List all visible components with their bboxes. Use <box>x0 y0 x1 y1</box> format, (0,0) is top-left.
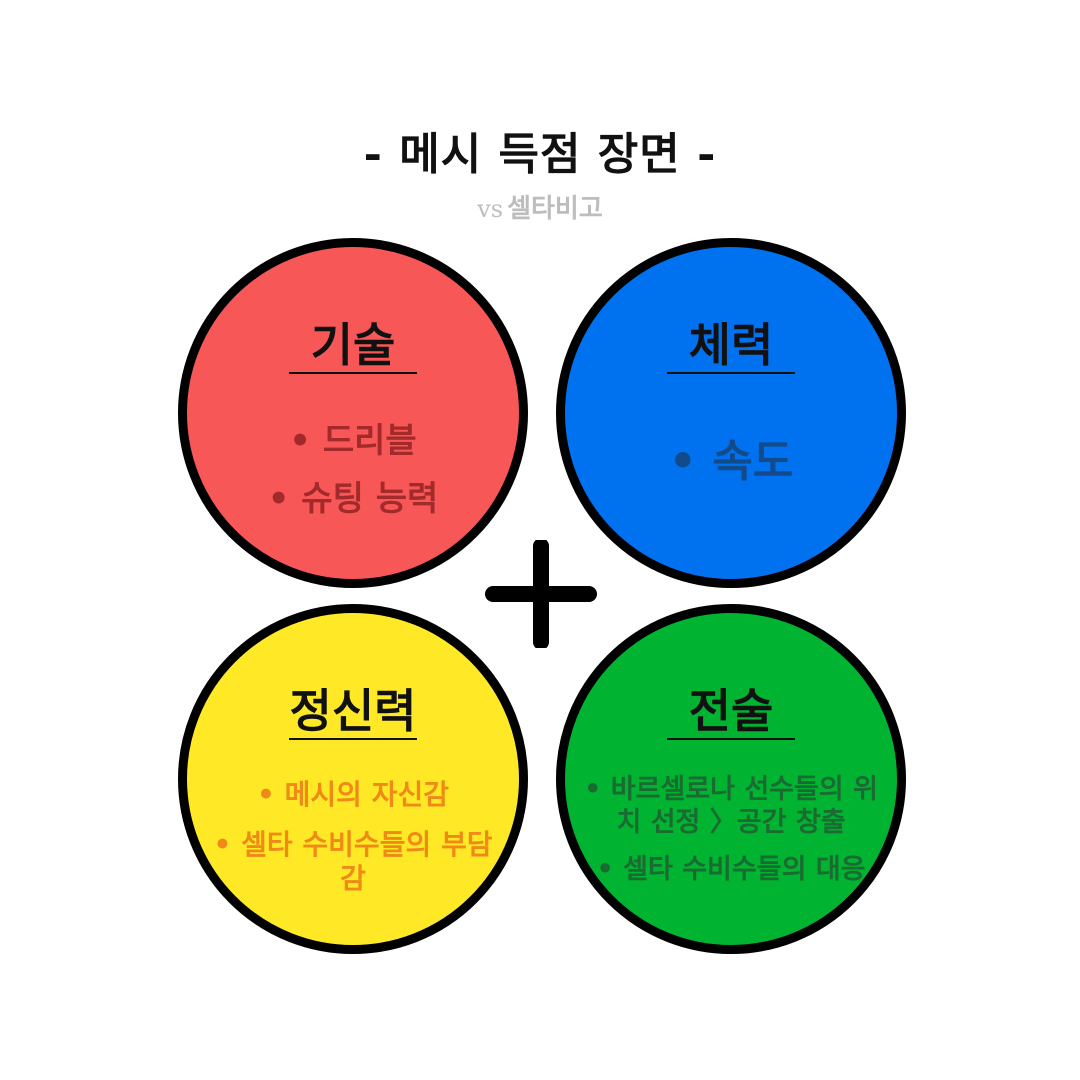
subtitle-vs: vs <box>477 195 504 223</box>
circle-tactics-heading: 전술 <box>688 684 774 738</box>
subtitle-opponent: 셀타비고 <box>507 194 603 224</box>
circle-mental-items: • 메시의 자신감 • 셀타 수비수들의 부담감 <box>207 778 499 896</box>
circle-physical: 체력 • 속도 <box>556 238 906 588</box>
circle-mental-item: • 셀타 수비수들의 부담감 <box>213 828 493 895</box>
circle-technique-item: • 드리블 <box>289 421 417 461</box>
circle-physical-item: • 속도 <box>668 436 794 487</box>
circle-mental-divider <box>289 738 417 740</box>
circle-technique-item: • 슈팅 능력 <box>267 479 439 519</box>
circle-tactics-item: • 셀타 수비수들의 대응 <box>596 854 866 885</box>
circle-technique-items: • 드리블 • 슈팅 능력 <box>207 412 499 528</box>
circle-technique-divider <box>289 372 417 374</box>
circle-mental-item: • 메시의 자신감 <box>257 778 449 811</box>
circle-tactics-items: • 바르셀로나 선수들의 위치 선정 〉공간 창출 • 셀타 수비수들의 대응 <box>575 773 887 886</box>
circle-physical-heading: 체력 <box>688 318 774 372</box>
circle-technique-heading: 기술 <box>310 318 396 372</box>
circle-tactics-item: • 바르셀로나 선수들의 위치 선정 〉공간 창출 <box>584 774 878 838</box>
circle-physical-divider <box>667 372 795 374</box>
page-title: - 메시 득점 장면 - <box>363 129 717 180</box>
circle-physical-items: • 속도 <box>585 432 877 492</box>
circle-tactics: 전술 • 바르셀로나 선수들의 위치 선정 〉공간 창출 • 셀타 수비수들의 … <box>556 604 906 954</box>
circle-tactics-divider <box>667 738 795 740</box>
circle-mental-heading: 정신력 <box>289 684 417 738</box>
plus-icon <box>485 540 597 648</box>
circle-mental: 정신력 • 메시의 자신감 • 셀타 수비수들의 부담감 <box>178 604 528 954</box>
circle-technique: 기술 • 드리블 • 슈팅 능력 <box>178 238 528 588</box>
